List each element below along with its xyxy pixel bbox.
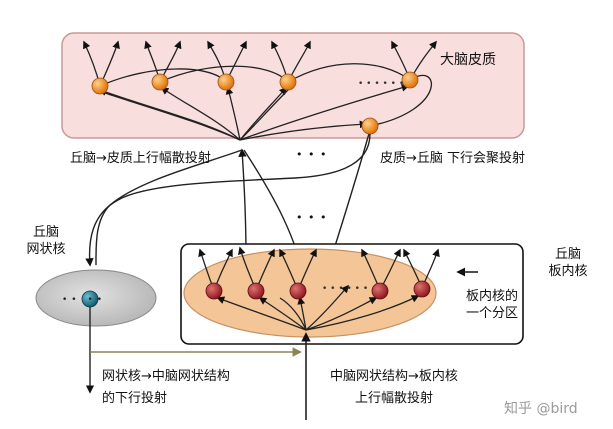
ellipsis-upper: • • • <box>296 148 328 161</box>
intralaminar-neuron <box>289 282 307 300</box>
subdivision-label: 板内核的 一个分区 <box>460 288 524 322</box>
intralaminar-neuron <box>247 282 265 300</box>
intralaminar-neuron <box>413 280 431 298</box>
midbrain-to-intralaminar-line1: 中脑网状结构→板内核 <box>330 369 458 384</box>
cortex-neuron <box>279 73 297 91</box>
cortex-neuron <box>401 71 419 89</box>
intralaminar-nucleus-label: 丘脑 板内核 <box>540 246 596 280</box>
cortex-label: 大脑皮质 <box>440 52 496 68</box>
intralaminar-neuron <box>205 282 223 300</box>
intralaminar-neuron <box>371 282 389 300</box>
thalamocortical-label: 丘脑→皮质上行幅散投射 <box>70 151 211 166</box>
corticothalamic-label: 皮质→丘脑 下行会聚投射 <box>380 151 526 166</box>
ellipsis-reticular: •• •• <box>62 295 107 305</box>
midbrain-to-intralaminar-label: 中脑网状结构→板内核 上行幅散投射 <box>330 366 458 410</box>
ellipsis-cortex: • • • • • • <box>358 79 405 89</box>
subdivision-label-line1: 板内核的 <box>465 289 518 304</box>
cortex-neuron <box>361 117 379 135</box>
ellipsis-lower: • • • <box>296 211 328 224</box>
cortex-neuron <box>217 73 235 91</box>
reticular-to-midbrain-line1: 网状核→中脑网状结构 <box>102 369 230 384</box>
cortex-neuron <box>91 77 109 95</box>
reticular-to-midbrain-line2: 的下行投射 <box>102 391 168 406</box>
thalamocortical-fibers <box>98 84 410 141</box>
corticothalamic-fibers <box>85 133 371 267</box>
ellipsis-intralaminar: • • • • • • <box>322 284 369 294</box>
midbrain-to-intralaminar-line2: 上行幅散投射 <box>354 391 433 406</box>
reticular-label-line2: 网状核 <box>26 242 66 257</box>
intralaminar-neurons <box>205 280 431 300</box>
intralaminar-label-line1: 丘脑 <box>554 247 581 262</box>
watermark: 知乎 @bird <box>504 401 578 417</box>
reticular-nucleus-label: 丘脑 网状核 <box>24 224 68 258</box>
cortex-neurons <box>91 71 419 135</box>
subdivision-label-line2: 一个分区 <box>465 306 518 321</box>
cortex-neuron <box>151 73 169 91</box>
reticular-to-midbrain-label: 网状核→中脑网状结构 的下行投射 <box>102 366 230 410</box>
reticular-label-line1: 丘脑 <box>32 225 59 240</box>
intralaminar-label-line2: 板内核 <box>548 264 588 279</box>
